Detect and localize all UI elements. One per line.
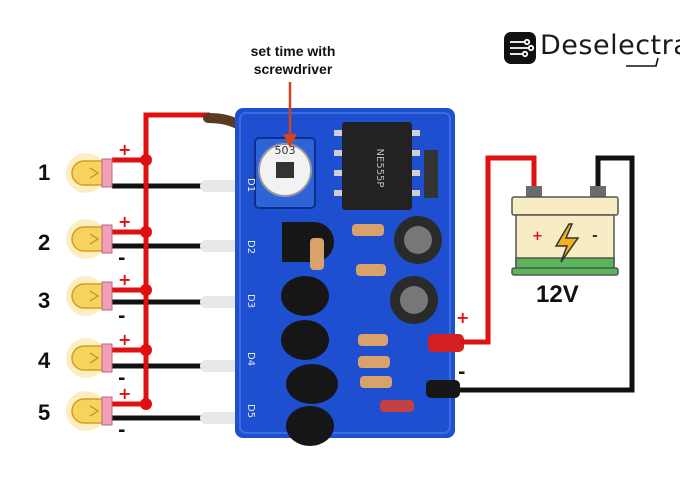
led-1-minus: -: [118, 176, 126, 197]
annotation-line-2: screwdriver: [253, 61, 333, 77]
led-number-2: 2: [38, 230, 51, 255]
svg-text:+: +: [532, 229, 543, 244]
timer-board: 503 NE555P: [235, 108, 464, 446]
led-4-plus: +: [118, 330, 132, 349]
led-5-plus: +: [118, 384, 132, 403]
brand-name: Deselectra: [540, 30, 680, 61]
led-3-minus: -: [118, 306, 126, 327]
led-5-minus: -: [118, 420, 126, 441]
svg-text:D2: D2: [245, 240, 256, 254]
annotation-arrow: [283, 82, 297, 148]
battery-icon: + -: [511, 186, 619, 276]
svg-text:D1: D1: [245, 178, 256, 192]
led-number-5: 5: [38, 400, 51, 425]
power-plus: +: [456, 308, 470, 327]
svg-text:D4: D4: [245, 352, 256, 366]
power-lead-positive: [428, 334, 464, 352]
capacitors: [390, 216, 442, 324]
led-3-plus: +: [118, 270, 132, 289]
power-lead-negative: [426, 380, 460, 398]
annotation-line-1: set time with: [250, 43, 336, 59]
svg-text:D3: D3: [245, 294, 256, 308]
output-labels: D1 D2 D3 D4 D5: [245, 178, 256, 418]
led-2-icon: [66, 219, 113, 259]
led-number-3: 3: [38, 288, 51, 313]
led-3-icon: [66, 276, 113, 316]
diode: [424, 150, 438, 198]
led-5-icon: [66, 391, 113, 431]
power-minus: -: [458, 362, 466, 383]
led-4-minus: -: [118, 368, 126, 389]
led-2-minus: -: [118, 248, 126, 269]
bus-junctions: [140, 154, 152, 410]
battery-voltage: 12V: [536, 281, 579, 308]
chip-label: NE555P: [374, 149, 385, 188]
led-icons: [66, 153, 113, 431]
brand-logo: [504, 32, 659, 67]
led-4-icon: [66, 338, 113, 378]
trimmer-code: 503: [275, 144, 296, 157]
ic-chip: NE555P: [334, 122, 420, 210]
screwdriver-annotation: set time with screwdriver: [228, 42, 358, 78]
trimmer-potentiometer[interactable]: 503: [254, 137, 316, 209]
led-1-icon: [66, 153, 113, 193]
led-number-1: 1: [38, 160, 51, 185]
battery-wires: [460, 155, 635, 393]
led-2-plus: +: [118, 212, 132, 231]
svg-text:-: -: [592, 228, 598, 244]
resistors: [310, 224, 414, 412]
led-number-4: 4: [38, 348, 51, 373]
svg-text:D5: D5: [245, 404, 256, 418]
led-1-plus: +: [118, 140, 132, 159]
